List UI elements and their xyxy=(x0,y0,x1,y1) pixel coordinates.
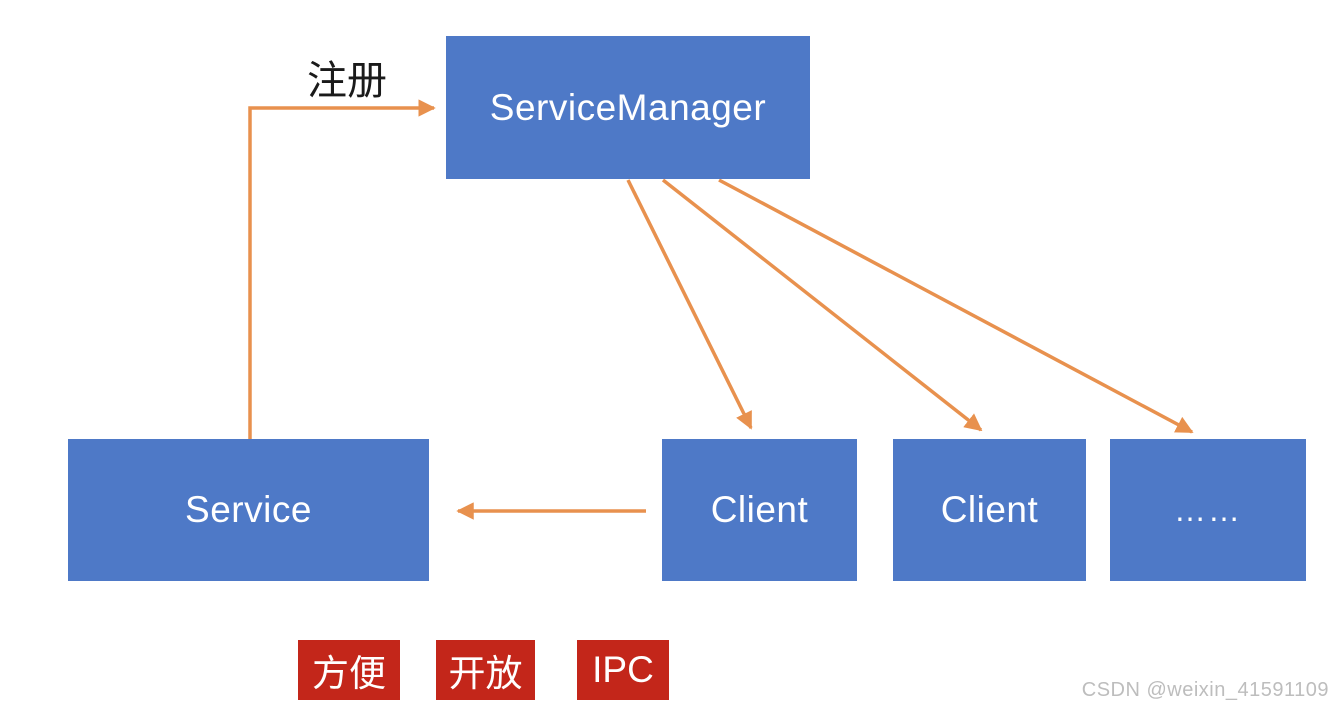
register-edge-label: 注册 xyxy=(307,59,387,103)
client1-node: Client xyxy=(662,439,857,581)
more-clients-node: …… xyxy=(1110,439,1306,581)
service-node: Service xyxy=(68,439,429,581)
client2-label: Client xyxy=(940,489,1039,530)
register-arrow xyxy=(248,99,436,439)
client2-node: Client xyxy=(893,439,1086,581)
more-clients-label: …… xyxy=(1174,491,1242,528)
sm-to-client2-arrow xyxy=(661,178,983,432)
client1-label: Client xyxy=(710,489,809,530)
badge-ipc: IPC xyxy=(577,640,669,700)
service-label: Service xyxy=(185,489,312,530)
sm-to-more-arrow xyxy=(718,178,1194,434)
sm-to-client1-arrow xyxy=(626,179,753,430)
badge-convenient: 方便 xyxy=(298,640,400,700)
service-manager-label: ServiceManager xyxy=(489,86,767,128)
badge-open-label: 开放 xyxy=(448,653,523,694)
service-manager-node: ServiceManager xyxy=(446,36,810,179)
badge-open: 开放 xyxy=(436,640,535,700)
watermark-text: CSDN @weixin_41591109 xyxy=(1081,679,1329,701)
badge-convenient-label: 方便 xyxy=(312,653,386,694)
badge-ipc-label: IPC xyxy=(592,649,654,690)
